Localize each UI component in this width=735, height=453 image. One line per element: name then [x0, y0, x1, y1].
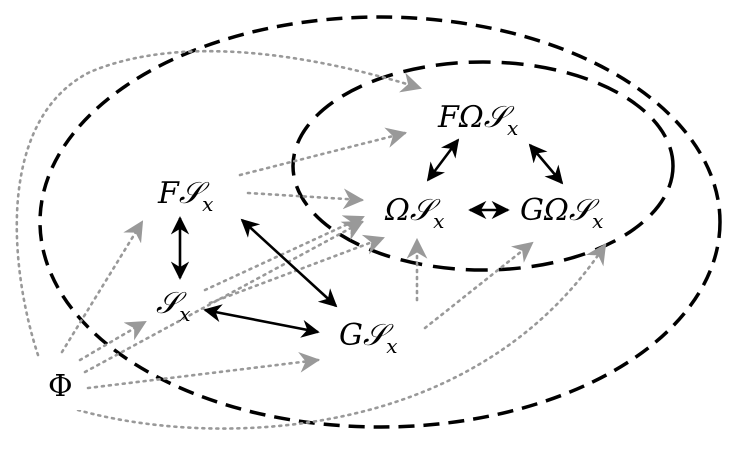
node-g-omega-s-x-sub: x: [592, 209, 603, 233]
node-omega-s-x: Ω𝒮x: [384, 193, 444, 233]
solid-arrow-osx-fosx: [426, 138, 460, 182]
node-phi-symbol: Φ: [48, 369, 73, 404]
outer-dashed-ellipse: [38, 15, 722, 429]
dotted-arrow-phi-fsx: [60, 220, 144, 354]
solid-arrow-fosx-gosx: [528, 143, 564, 185]
node-f-omega-s-x-sub: x: [507, 116, 518, 140]
node-omega-s-x-sub: x: [433, 209, 444, 233]
node-g-s-x-sub: x: [386, 334, 397, 358]
solid-arrow-fsx-gsx: [240, 218, 338, 308]
node-g-s-x-prefix: G: [339, 318, 363, 353]
node-f-omega-s-x: FΩ𝒮x: [437, 100, 518, 140]
node-omega-s-x-prefix: Ω: [384, 193, 410, 228]
node-f-s-x-prefix: F: [157, 176, 180, 211]
node-f-s-x-sub: x: [202, 192, 213, 216]
inner-dashed-ellipse: [291, 60, 675, 272]
solid-arrow-sx-gsx: [203, 304, 320, 338]
node-s-x: 𝒮x: [156, 286, 191, 326]
node-g-s-x: G𝒮x: [339, 318, 397, 358]
dotted-arrow-fsx-osx: [246, 188, 365, 210]
dotted-arrow-fsx-fosx: [238, 127, 408, 177]
phi-label-backdrop: [30, 362, 82, 410]
dotted-arrows-group: [15, 49, 607, 430]
node-s-x-sub: x: [179, 302, 190, 326]
dotted-arrow-sx-osx: [203, 215, 365, 292]
dotted-arrow-phi-sx: [78, 320, 147, 362]
dotted-arrow-phi-fosx: [15, 49, 422, 357]
node-f-omega-s-x-prefix: FΩ: [437, 100, 484, 135]
node-phi: Φ: [48, 369, 73, 404]
solid-arrows-group: [170, 138, 564, 338]
node-g-omega-s-x: GΩ𝒮x: [520, 193, 603, 233]
node-f-s-x: F𝒮x: [157, 176, 213, 216]
node-g-omega-s-x-prefix: GΩ: [520, 193, 569, 228]
dotted-arrow-gsx-gosx: [423, 241, 534, 330]
dotted-arrow-phi-gsx: [86, 351, 321, 390]
dotted-arrow-phi-gosx: [76, 243, 607, 430]
